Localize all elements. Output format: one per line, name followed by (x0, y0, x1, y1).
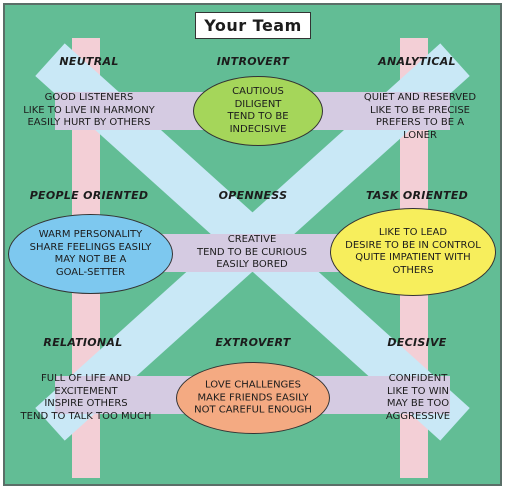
decisive-trait-3: May be too (386, 398, 450, 409)
relational-trait-1: Full of life and (41, 373, 131, 384)
analytical-trait-2: Like to be precise (370, 104, 470, 116)
task-oriented-ellipse: Like to lead Desire to be in control Qui… (330, 208, 496, 296)
heading-decisive: Decisive (387, 336, 447, 349)
task-oriented-trait-3: Quite impatient with (355, 252, 471, 263)
heading-people-oriented: People Oriented (29, 189, 149, 202)
task-oriented-trait-2: Desire to be in control (345, 239, 481, 251)
decisive-trait-4: aggressive (385, 410, 451, 422)
task-oriented-trait-4: others (392, 264, 434, 276)
introvert-ellipse: Cautious Diligent Tend to be indecisive (193, 76, 323, 146)
relational-trait-2: excitement (54, 385, 118, 397)
task-oriented-trait-1: Like to lead (378, 227, 448, 238)
analytical-trait-1: Quiet and reserved (363, 92, 477, 103)
people-oriented-ellipse: Warm personality Share feelings easily M… (8, 214, 173, 294)
heading-openness: Openness (218, 189, 288, 202)
neutral-trait-3: Easily hurt by others (27, 117, 151, 128)
introvert-trait-2: Diligent (234, 98, 282, 110)
openness-trait-1: Creative (227, 234, 277, 245)
decisive-traits: Confident Like to win May be too aggress… (338, 373, 498, 423)
people-oriented-trait-1: Warm personality (38, 229, 143, 240)
people-oriented-trait-3: May not be a (54, 254, 127, 265)
extrovert-trait-1: Love challenges (205, 379, 301, 391)
analytical-trait-4: loner (403, 129, 437, 141)
heading-neutral: Neutral (59, 55, 119, 68)
neutral-trait-1: Good listeners (44, 92, 134, 103)
people-oriented-trait-4: goal-setter (55, 266, 126, 278)
neutral-trait-2: Like to live in harmony (23, 104, 155, 116)
decisive-trait-2: Like to win (386, 385, 450, 397)
relational-trait-3: Inspire others (44, 398, 128, 409)
people-oriented-trait-2: Share feelings easily (29, 241, 152, 253)
extrovert-trait-3: Not careful enough (194, 404, 312, 416)
relational-trait-4: Tend to talk too much (20, 410, 152, 422)
heading-extrovert: Extrovert (215, 336, 291, 349)
extrovert-trait-2: Make friends easily (197, 391, 309, 403)
heading-introvert: Introvert (216, 55, 290, 68)
relational-traits: Full of life and excitement Inspire othe… (6, 373, 166, 423)
neutral-traits: Good listeners Like to live in harmony E… (9, 92, 169, 130)
analytical-traits: Quiet and reserved Like to be precise Pr… (340, 92, 500, 142)
introvert-trait-3: Tend to be (227, 111, 289, 122)
introvert-trait-4: indecisive (229, 123, 287, 135)
extrovert-ellipse: Love challenges Make friends easily Not … (176, 362, 330, 434)
introvert-trait-1: Cautious (232, 86, 284, 97)
heading-analytical: Analytical (378, 55, 456, 68)
openness-trait-2: Tend to be curious (196, 246, 308, 258)
openness-trait-3: Easily bored (216, 259, 288, 270)
heading-relational: Relational (43, 336, 123, 349)
analytical-trait-3: Prefers to be a (375, 117, 465, 128)
diagram-title: Your Team (195, 12, 311, 39)
heading-task-oriented: Task Oriented (365, 189, 469, 202)
decisive-trait-1: Confident (388, 373, 448, 384)
openness-traits: Creative Tend to be curious Easily bored (172, 234, 332, 272)
